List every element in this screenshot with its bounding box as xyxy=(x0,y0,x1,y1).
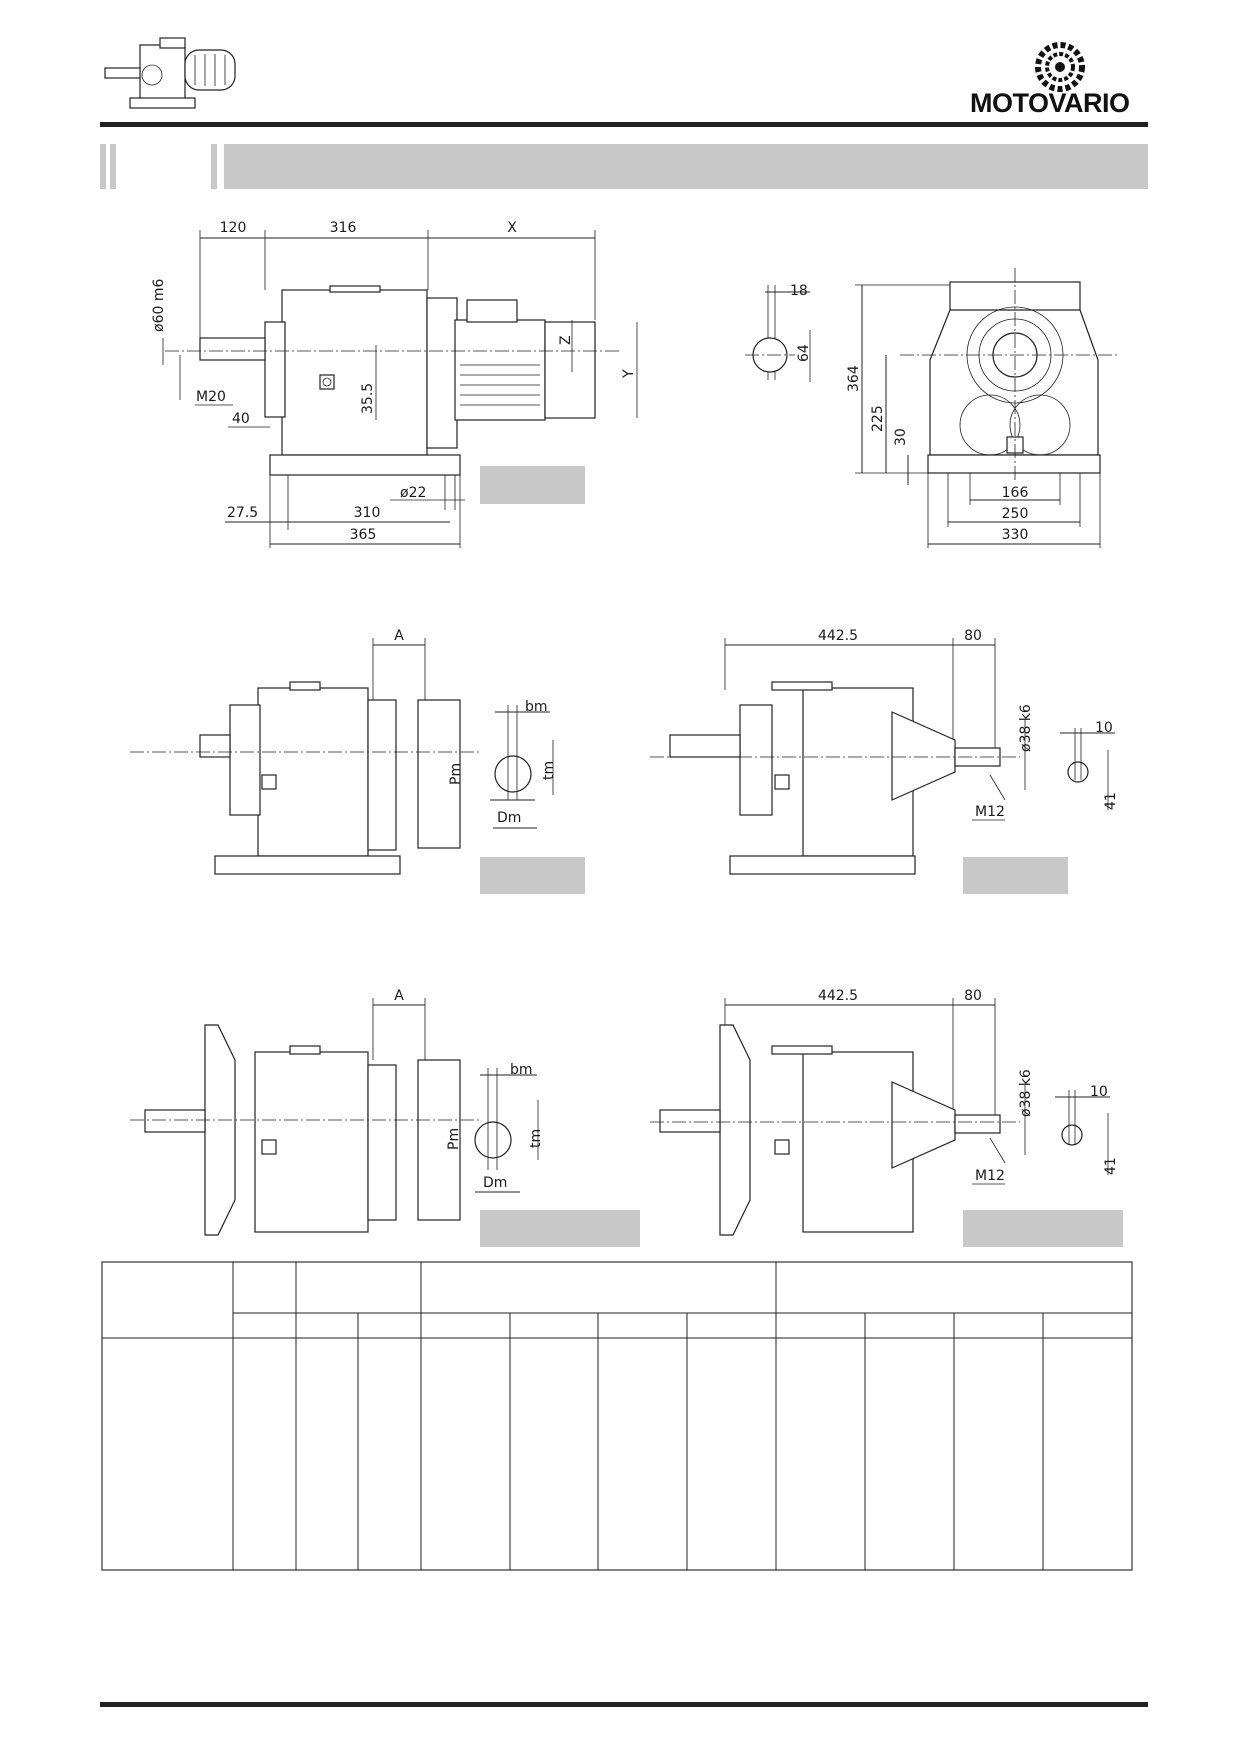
dim-80: 80 xyxy=(964,628,982,644)
label-box xyxy=(480,857,585,894)
dim-250: 250 xyxy=(1002,506,1029,522)
dim-80-2: 80 xyxy=(964,988,982,1004)
mid-right-view: 442.5 80 ø38 k6 10 41 M12 xyxy=(650,628,1119,894)
dimension-table xyxy=(101,1261,1133,1571)
dim-shaft-38: ø38 k6 xyxy=(1018,704,1034,752)
label-bm: bm xyxy=(525,699,548,715)
dim-40: 40 xyxy=(232,411,250,427)
dim-a: A xyxy=(394,628,404,644)
dim-64: 64 xyxy=(796,344,812,362)
dim-z: Z xyxy=(558,335,574,345)
label-pm: Pm xyxy=(448,763,464,785)
title-bar xyxy=(100,144,1148,189)
dim-364: 364 xyxy=(846,365,862,392)
label-bm-2: bm xyxy=(510,1062,533,1078)
dim-hole-22: ø22 xyxy=(400,485,426,501)
label-tm: tm xyxy=(541,761,557,780)
dim-27-5: 27.5 xyxy=(227,505,258,521)
dim-10: 10 xyxy=(1095,720,1113,736)
label-box xyxy=(963,857,1068,894)
dim-442-5-2: 442.5 xyxy=(818,988,858,1004)
dim-442-5: 442.5 xyxy=(818,628,858,644)
footer-rule xyxy=(100,1702,1148,1707)
dim-41: 41 xyxy=(1103,792,1119,810)
label-tm-2: tm xyxy=(528,1129,544,1148)
dim-shaft-38-2: ø38 k6 xyxy=(1018,1069,1034,1117)
dim-18: 18 xyxy=(790,283,808,299)
dim-225: 225 xyxy=(870,405,886,432)
dim-35-5: 35.5 xyxy=(360,383,376,414)
main-front-view: 18 64 364 225 30 166 xyxy=(745,268,1120,548)
brand-logo: MOTOVARIO xyxy=(970,42,1150,122)
brand-name: MOTOVARIO xyxy=(970,88,1130,118)
dim-30: 30 xyxy=(893,428,909,446)
label-dm: Dm xyxy=(497,810,521,826)
dim-120: 120 xyxy=(220,220,247,236)
label-dm-2: Dm xyxy=(483,1175,507,1191)
label-box xyxy=(480,1210,640,1247)
dim-a-2: A xyxy=(394,988,404,1004)
dim-316: 316 xyxy=(330,220,357,236)
dim-41-2: 41 xyxy=(1103,1157,1119,1175)
main-side-view: 120 316 X ø60 m6 M20 40 35.5 Z xyxy=(151,220,638,548)
header-rule xyxy=(100,122,1148,127)
dim-310: 310 xyxy=(354,505,381,521)
dim-m12-2: M12 xyxy=(975,1168,1005,1184)
dim-y: Y xyxy=(621,369,637,379)
label-box xyxy=(963,1210,1123,1247)
dim-10-2: 10 xyxy=(1090,1084,1108,1100)
dim-shaft-60: ø60 m6 xyxy=(151,279,167,332)
gearmotor-icon xyxy=(104,37,236,109)
mid-left-view: A Pm bm tm Dm xyxy=(130,628,585,894)
bottom-right-view: 442.5 80 ø38 k6 10 41 M12 xyxy=(650,988,1123,1247)
dim-166: 166 xyxy=(1002,485,1029,501)
dim-m20: M20 xyxy=(196,389,226,405)
bottom-left-view: A Pm bm tm Dm xyxy=(130,988,640,1247)
label-pm-2: Pm xyxy=(446,1128,462,1150)
label-box xyxy=(480,466,585,504)
dim-365: 365 xyxy=(350,527,377,543)
product-image xyxy=(100,30,250,120)
dim-m12: M12 xyxy=(975,804,1005,820)
motovario-gear-logo-icon xyxy=(1035,42,1085,92)
dim-330: 330 xyxy=(1002,527,1029,543)
dim-x: X xyxy=(507,220,517,236)
